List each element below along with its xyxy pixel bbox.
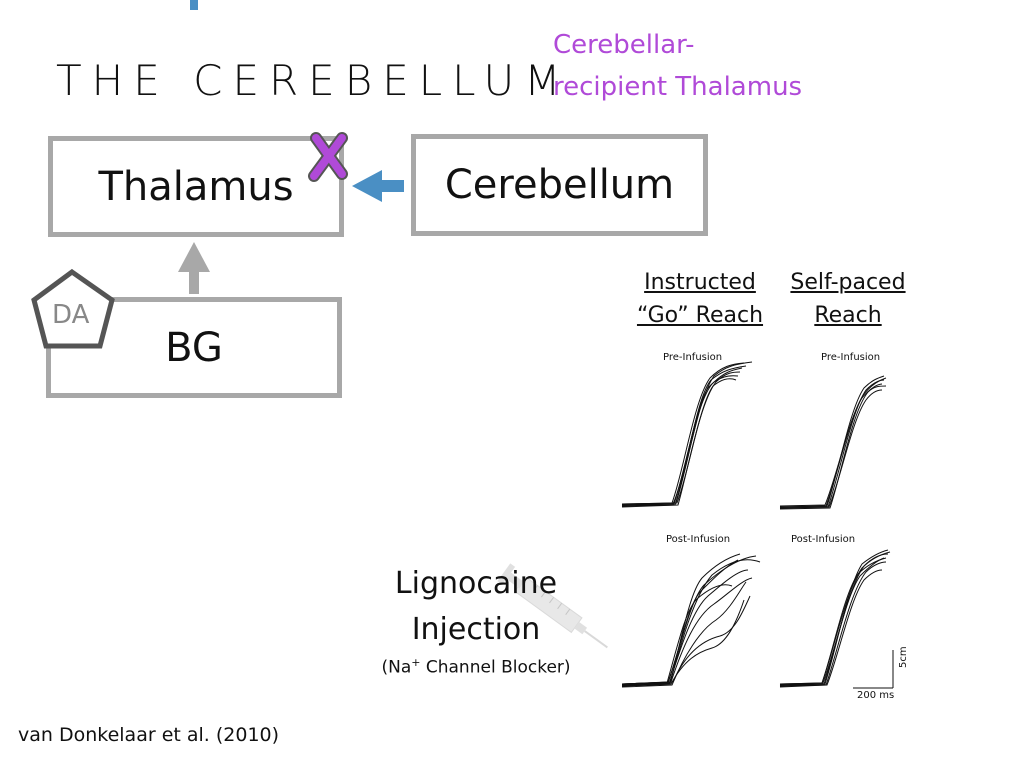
column-heading-instructed-line2: “Go” Reach: [636, 303, 764, 328]
panel-pre-instructed: [621, 361, 753, 508]
panel-post-selfpaced: [779, 549, 891, 688]
citation: van Donkelaar et al. (2010): [18, 724, 280, 746]
injection-label-line1: Lignocaine: [394, 566, 558, 601]
bg-to-thalamus-arrow: [178, 242, 210, 294]
injection-note-superscript: +: [411, 656, 421, 669]
panel-label-post-instructed: Post-Infusion: [666, 534, 731, 545]
injection-label-line2: Injection: [411, 612, 541, 647]
column-heading-instructed-line1: Instructed: [644, 270, 756, 295]
injection-note-suffix: Channel Blocker): [420, 657, 571, 678]
top-accent-bar: [190, 0, 198, 10]
da-label: DA: [52, 300, 90, 330]
subtitle-line-2: recipient Thalamus: [553, 72, 803, 102]
panel-label-pre-selfpaced: Pre-Infusion: [821, 352, 881, 363]
bg-label: BG: [165, 324, 223, 371]
da-pentagon-icon: [31, 268, 115, 349]
column-heading-selfpaced-line1: Self-paced: [790, 270, 906, 295]
panel-pre-selfpaced: [779, 375, 887, 510]
panel-label-post-selfpaced: Post-Infusion: [791, 534, 856, 545]
panel-label-pre-instructed: Pre-Infusion: [663, 352, 723, 363]
x-mark-icon: [308, 132, 348, 182]
thalamus-label: Thalamus: [98, 163, 294, 210]
distance-scale-label: 5cm: [898, 646, 909, 668]
column-heading-selfpaced-line2: Reach: [814, 303, 882, 328]
thalamus-box: Thalamus: [48, 136, 344, 237]
cerebellum-box: Cerebellum: [411, 134, 708, 236]
scale-bars: [853, 650, 894, 689]
panel-post-instructed: [621, 553, 761, 688]
subtitle-line-1: Cerebellar-: [553, 30, 695, 60]
injection-note-prefix: (Na: [381, 657, 412, 678]
time-scale-label: 200 ms: [857, 690, 895, 701]
slide-title: THE CEREBELLUM: [56, 56, 571, 105]
cerebellum-label: Cerebellum: [444, 162, 675, 208]
cerebellum-to-thalamus-arrow: [352, 170, 404, 202]
syringe-icon: [497, 563, 608, 649]
injection-label-line3: (Na+ Channel Blocker): [376, 656, 576, 678]
